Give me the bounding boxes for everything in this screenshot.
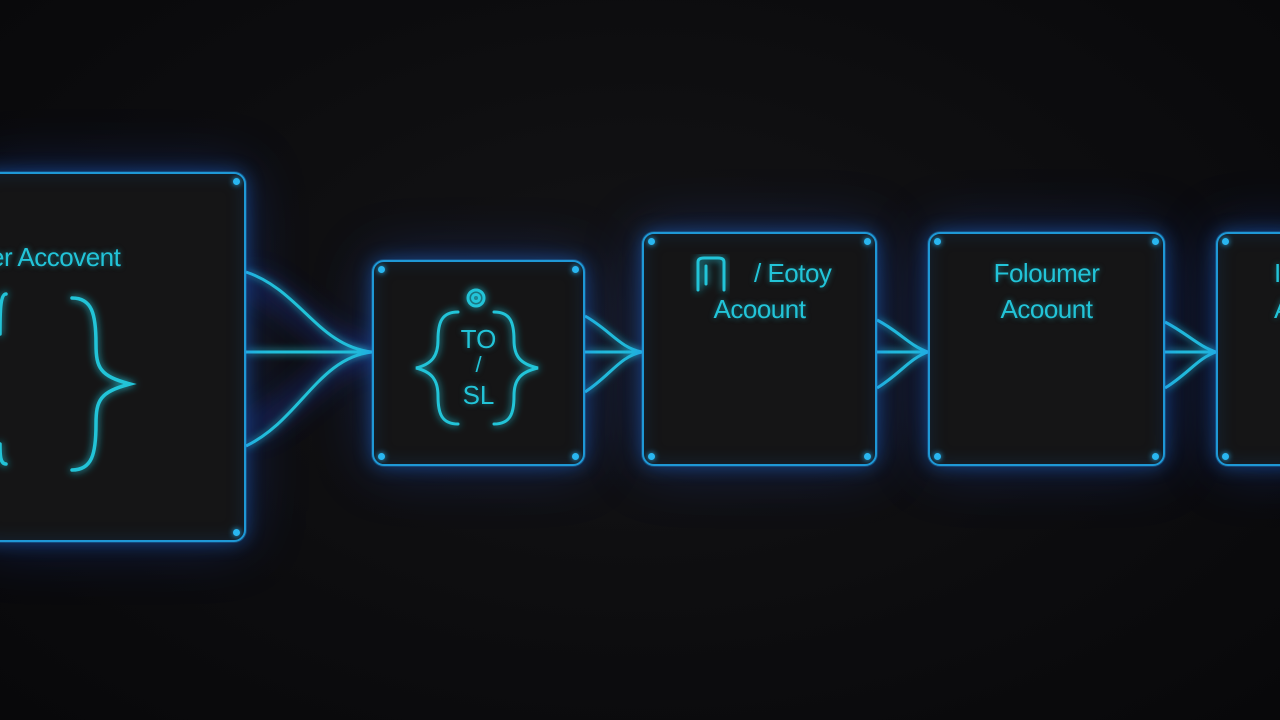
corner-dot: [648, 238, 655, 245]
corner-dot: [934, 453, 941, 460]
bracket-icon: [696, 256, 726, 292]
corner-dot: [572, 266, 579, 273]
filter-label-separator: /: [475, 352, 482, 377]
partial-node[interactable]: I A: [1216, 232, 1280, 466]
tag-braces-icon: [415, 288, 539, 426]
corner-dot: [1152, 453, 1159, 460]
entry-account-title-line2: Acoount: [713, 294, 806, 324]
connector-follower-partial: [1164, 320, 1217, 390]
follower-account-title-line1: Foloumer: [993, 258, 1100, 288]
corner-dot: [233, 529, 240, 536]
corner-dot: [1222, 453, 1229, 460]
corner-dot: [572, 453, 579, 460]
entry-account-title-line1: / Eotoy: [754, 258, 832, 288]
partial-node-title-line1: I: [1274, 258, 1280, 288]
corner-dot: [233, 178, 240, 185]
connector-entry-follower: [876, 318, 929, 390]
follower-account-title-line2: Acoount: [1000, 294, 1093, 324]
follower-account-node[interactable]: Foloumer Acoount: [928, 232, 1165, 466]
brace-pair-icon: [0, 292, 137, 472]
source-node-title: er Accovent: [0, 242, 121, 272]
corner-dot: [378, 266, 385, 273]
entry-account-node[interactable]: / Eotoy Acoount: [642, 232, 877, 466]
corner-dot: [934, 238, 941, 245]
corner-dot: [864, 238, 871, 245]
corner-dot: [1152, 238, 1159, 245]
filter-label-top: TO: [460, 324, 497, 354]
filter-label-bottom: SL: [462, 380, 495, 410]
connector-filter-entry: [584, 314, 643, 394]
corner-dot: [864, 453, 871, 460]
corner-dot: [378, 453, 385, 460]
corner-dot: [1222, 238, 1229, 245]
corner-dot: [648, 453, 655, 460]
connector-source-filter: [245, 270, 373, 448]
partial-node-title-line2: A: [1274, 292, 1280, 326]
filter-node[interactable]: TO / SL: [372, 260, 585, 466]
source-node[interactable]: er Accovent: [0, 172, 246, 542]
